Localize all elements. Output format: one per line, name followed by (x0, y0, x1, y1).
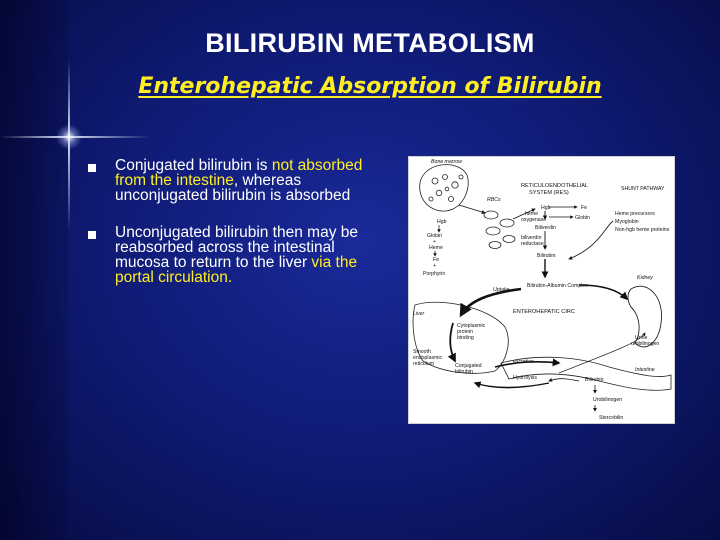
label-cytoplasmic-3: binding (457, 335, 474, 341)
label-enterohepatic: ENTEROHEPATIC CIRC (513, 309, 575, 315)
label-res-2: SYSTEM (RES) (529, 190, 569, 196)
label-conjugated-2: bilirubin (455, 369, 473, 375)
label-shunt: SHUNT PATHWAY (621, 186, 665, 192)
label-excretion: excretion (513, 359, 534, 365)
bullet-text-part: , whereas unconjugated bilirubin is abso… (115, 172, 351, 204)
label-fe-res: Fe (581, 205, 587, 211)
label-ser-1: Smooth (413, 349, 431, 355)
bone-marrow-illustration (419, 164, 469, 212)
bullet-text-highlight: not absorbed from the intestine (115, 157, 363, 189)
bullet-text: Unconjugated bilirubin then may be reabs… (115, 224, 377, 286)
lens-flare-glow (56, 124, 82, 150)
label-heme-oxygenase-1: heme (525, 211, 538, 217)
label-nonhgb: Non-hgb heme proteins (615, 227, 670, 233)
bullet-item: Conjugated bilirubin is not absorbed fro… (88, 158, 388, 203)
label-biliverdin-reductase-2: reductase (521, 241, 544, 247)
bullet-item: Unconjugated bilirubin then may be reabs… (88, 225, 388, 285)
label-complex: Bilirubin-Albumin Complex (527, 283, 588, 289)
label-hydrolysis: Hydrolysis (513, 375, 537, 381)
svg-text:+: + (433, 239, 436, 245)
label-bone-marrow: Bone marrow (431, 159, 463, 165)
label-conjugated-1: Conjugated (455, 363, 482, 369)
label-hgb-res: Hgb (541, 205, 551, 211)
label-fe-left: Fe (433, 257, 439, 263)
bullet-list: Conjugated bilirubin is not absorbed fro… (88, 158, 388, 307)
svg-text:+: + (433, 263, 436, 269)
label-intestine: Intestine (635, 367, 655, 373)
label-globin-left: Globin (427, 233, 442, 239)
label-biliverdin: Biliverdin (535, 225, 556, 231)
label-stercobilin: Stercobilin (599, 415, 623, 421)
bullet-text-part: Unconjugated bilirubin then may be reabs… (115, 224, 358, 271)
slide-subtitle: Enterohepatic Absorption of Bilirubin (138, 74, 602, 99)
bullet-square-icon (88, 231, 96, 239)
label-ser-2: endoplasmic (413, 355, 443, 361)
rbc-illustration (483, 210, 516, 249)
label-globin-res: Globin (575, 215, 590, 221)
label-uptake: Uptake (493, 287, 510, 293)
label-rbcs: RBCs (487, 197, 501, 203)
label-urine-2: urobilinogen (631, 341, 659, 347)
label-heme-oxygenase-2: oxygenase (521, 217, 546, 223)
label-ser-3: reticulum (413, 361, 434, 367)
slide-title: BILIRUBIN METABOLISM (205, 28, 535, 58)
label-bilirubin-int: Bilirubin (585, 377, 604, 383)
label-urine-1: Urine (635, 335, 648, 341)
label-biliverdin-reductase-1: biliverdin (521, 235, 542, 241)
label-cytoplasmic-2: protein (457, 329, 473, 335)
label-res-1: RETICULOENDOTHELIAL (521, 183, 588, 189)
label-myoglobin: Myoglobin (615, 219, 639, 225)
bullet-text-highlight: via the portal circulation. (115, 254, 358, 286)
label-hgb-left: Hgb (437, 219, 447, 225)
label-liver: Liver (413, 311, 425, 317)
kidney-illustration (627, 285, 663, 348)
label-bilirubin-res: Bilirubin (537, 253, 556, 259)
bullet-text: Conjugated bilirubin is not absorbed fro… (115, 157, 377, 204)
intestine-illustration (500, 356, 672, 391)
bullet-text-part: Conjugated bilirubin is (115, 157, 272, 174)
label-heme-precursors: Heme precursors (615, 211, 655, 217)
label-kidney: Kidney (637, 275, 653, 281)
bullet-square-icon (88, 164, 96, 172)
label-urobilinogen: Urobilinogen (593, 397, 622, 403)
label-cytoplasmic-1: Cytoplasmic (457, 323, 486, 329)
label-porphyrin: Porphyrin (423, 271, 445, 277)
bilirubin-metabolism-diagram: Bone marrow RBCs Hgb Globin + Heme Fe + … (408, 156, 675, 424)
background-left-band (0, 0, 68, 540)
label-heme-left: Heme (429, 245, 443, 251)
